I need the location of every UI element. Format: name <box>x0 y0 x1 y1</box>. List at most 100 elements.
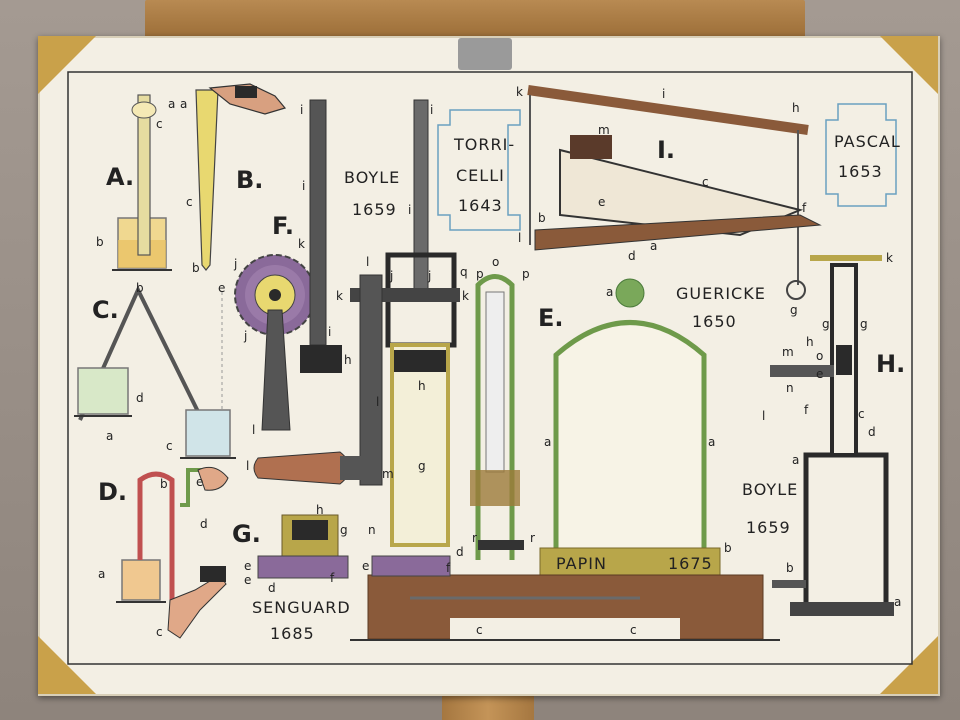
torricelli-year: 1643 <box>458 196 503 215</box>
section-label-b: B. <box>236 166 264 194</box>
torricelli-name-line1: TORRI- <box>454 135 516 154</box>
letter-o-label: o <box>816 349 824 363</box>
letter-h-label: h <box>806 335 814 349</box>
letter-b-label: b <box>136 281 144 295</box>
letter-h-label: h <box>316 503 324 517</box>
letter-j-label: j <box>390 269 394 283</box>
letter-j-label: j <box>234 257 238 271</box>
letter-g-label: g <box>822 317 830 331</box>
apparatus-boyle-pump <box>253 99 460 547</box>
apparatus-f-gear <box>234 99 342 431</box>
letter-a-label: a <box>792 453 800 467</box>
section-label-d: D. <box>98 478 128 506</box>
letter-c-label: c <box>156 625 163 639</box>
letter-h-label: h <box>418 379 426 393</box>
letter-a-label: a <box>168 97 176 111</box>
letter-a-label: a <box>180 97 188 111</box>
letter-c-label: c <box>630 623 637 637</box>
letter-g-label: g <box>418 459 426 473</box>
letter-n-label: n <box>786 381 794 395</box>
section-label-g: G. <box>232 520 261 548</box>
apparatus-h-boyle-pump <box>770 255 894 616</box>
letter-r-label: r <box>530 531 535 545</box>
wooden-base <box>350 574 780 641</box>
letter-e-label: e <box>244 559 252 573</box>
section-label-i: I. <box>657 136 676 164</box>
letter-b-label: b <box>538 211 546 225</box>
letter-f-label: f <box>330 571 335 585</box>
boyle-top-name: BOYLE <box>344 168 401 187</box>
letter-g-label: g <box>860 317 868 331</box>
senguard-name: SENGUARD <box>252 598 351 617</box>
letter-l-label: l <box>366 255 370 269</box>
letter-b-label: b <box>96 235 104 249</box>
letter-b-label: b <box>192 261 200 275</box>
letter-d-label: d <box>136 391 144 405</box>
letter-d-label: d <box>456 545 464 559</box>
apparatus-a-pipette <box>112 94 172 271</box>
letter-a-label: a <box>606 285 614 299</box>
letter-g-label: g <box>790 303 798 317</box>
letter-k-label: k <box>516 85 523 99</box>
letter-i-label: i <box>662 87 666 101</box>
letter-a-label: a <box>708 435 716 449</box>
apparatus-i-pascal-bellows <box>527 85 822 300</box>
letter-p-label: p <box>522 267 530 281</box>
inner-frame <box>67 71 913 665</box>
letter-i-label: i <box>430 103 434 117</box>
letter-a-label: a <box>894 595 902 609</box>
section-label-a: A. <box>106 163 135 191</box>
letter-f-label: f <box>804 403 809 417</box>
letter-e-label: e <box>598 195 606 209</box>
boyle-right-name: BOYLE <box>742 480 799 499</box>
letter-g-label: g <box>340 523 348 537</box>
letter-d-label: d <box>868 425 876 439</box>
letter-m-label: m <box>598 123 610 137</box>
letter-l-label: l <box>762 409 766 423</box>
letter-p-label: p <box>476 267 484 281</box>
section-label-f: F. <box>272 212 294 240</box>
papin-year: 1675 <box>668 554 713 573</box>
letter-d-label: d <box>268 581 276 595</box>
letter-i-label: i <box>408 203 412 217</box>
letter-k-label: k <box>336 289 343 303</box>
letter-r-label: r <box>472 531 477 545</box>
letter-l-label: l <box>246 459 250 473</box>
torricelli-name-box <box>437 109 521 231</box>
letter-o-label: o <box>492 255 500 269</box>
pascal-name: PASCAL <box>834 132 901 151</box>
letter-c-label: c <box>702 175 709 189</box>
letter-c-label: c <box>476 623 483 637</box>
letter-k-label: k <box>886 251 893 265</box>
letter-e-label: e <box>218 281 226 295</box>
letter-l-label: l <box>376 395 380 409</box>
section-label-h: H. <box>876 350 906 378</box>
section-label-e: E. <box>538 304 564 332</box>
pascal-year: 1653 <box>838 162 883 181</box>
letter-m-label: m <box>382 467 394 481</box>
letter-e-label: e <box>244 573 252 587</box>
letter-a-label: a <box>544 435 552 449</box>
letter-b-label: b <box>724 541 732 555</box>
letter-e-label: e <box>196 475 204 489</box>
letter-c-label: c <box>166 439 173 453</box>
letter-c-label: c <box>156 117 163 131</box>
apparatus-c-siphon <box>74 285 236 459</box>
section-label-c: C. <box>92 296 119 324</box>
letter-f-label: f <box>802 201 807 215</box>
apparatus-d-utube <box>116 466 229 639</box>
letter-q-label: q <box>460 265 468 279</box>
letter-m-label: m <box>782 345 794 359</box>
letter-d-label: d <box>200 517 208 531</box>
letter-n-label: n <box>368 523 376 537</box>
senguard-year: 1685 <box>270 624 315 643</box>
letter-j-label: j <box>428 269 432 283</box>
metal-hanging-clip <box>458 38 512 70</box>
letter-k-label: k <box>298 237 305 251</box>
apparatus-g-senguard-pump <box>257 514 451 579</box>
letter-j-label: j <box>244 329 248 343</box>
letter-b-label: b <box>160 477 168 491</box>
pascal-name-box <box>825 103 897 207</box>
letter-c-label: c <box>858 407 865 421</box>
